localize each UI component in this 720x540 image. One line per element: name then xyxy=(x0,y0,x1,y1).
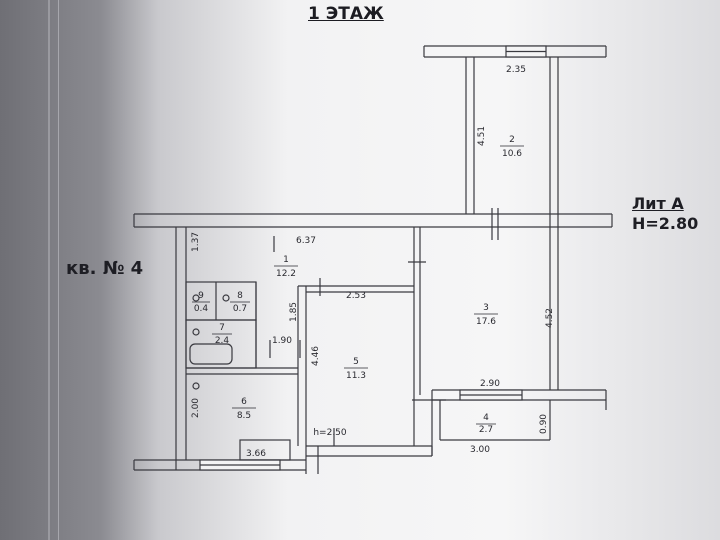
sheet-edge-inner xyxy=(58,0,59,540)
room-4-area: 2.7 xyxy=(479,425,493,435)
room-7-number: 7 xyxy=(219,323,225,333)
room-1-number: 1 xyxy=(283,255,289,265)
dim-3-66: 3.66 xyxy=(246,449,266,459)
lit-name: Лит А xyxy=(632,194,684,213)
dim-h-2-50: h=2.50 xyxy=(313,428,347,438)
room-2-number: 2 xyxy=(509,135,515,145)
room-1-area: 12.2 xyxy=(276,269,296,279)
room-5-number: 5 xyxy=(353,357,359,367)
room-3-area: 17.6 xyxy=(476,317,496,327)
dim-2-35: 2.35 xyxy=(506,65,526,75)
dim-0-90: 0.90 xyxy=(539,414,549,434)
room-6-number: 6 xyxy=(241,397,247,407)
dim-3-00: 3.00 xyxy=(470,445,490,455)
walls xyxy=(133,45,613,474)
room-8-number: 8 xyxy=(237,291,243,301)
dim-1-85: 1.85 xyxy=(289,302,299,322)
room-3-number: 3 xyxy=(483,303,489,313)
sheet-edge xyxy=(48,0,50,540)
dim-4-52: 4.52 xyxy=(545,308,555,328)
room-9-area: 0.4 xyxy=(194,304,209,314)
dim-6-37: 6.37 xyxy=(296,236,316,246)
room-7-area: 2.4 xyxy=(215,336,230,346)
dim-2-90: 2.90 xyxy=(480,379,500,389)
room-labels: 2 10.6 1 12.2 3 17.6 4 2.7 5 11.3 6 8.5 … xyxy=(192,135,524,435)
dim-1-90: 1.90 xyxy=(272,336,292,346)
room-4-number: 4 xyxy=(483,413,489,423)
lit-block: Лит А H=2.80 xyxy=(632,194,698,234)
dim-2-53: 2.53 xyxy=(346,291,366,301)
room-9-number: 9 xyxy=(198,291,204,301)
dim-4-46: 4.46 xyxy=(311,346,321,366)
room-2-area: 10.6 xyxy=(502,149,522,159)
ceiling-height: H=2.80 xyxy=(632,214,699,233)
dim-4-51: 4.51 xyxy=(477,126,487,146)
dim-2-00: 2.00 xyxy=(191,398,201,418)
dim-1-37: 1.37 xyxy=(191,232,201,252)
apartment-label: кв. № 4 xyxy=(66,258,144,279)
room-5-area: 11.3 xyxy=(346,371,366,381)
room-6-area: 8.5 xyxy=(237,411,251,421)
floor-title: 1 ЭТАЖ xyxy=(308,4,384,24)
dimension-labels: 2.35 4.51 6.37 1.37 2.53 1.85 1.90 4.46 … xyxy=(191,65,555,459)
room-8-area: 0.7 xyxy=(233,304,247,314)
